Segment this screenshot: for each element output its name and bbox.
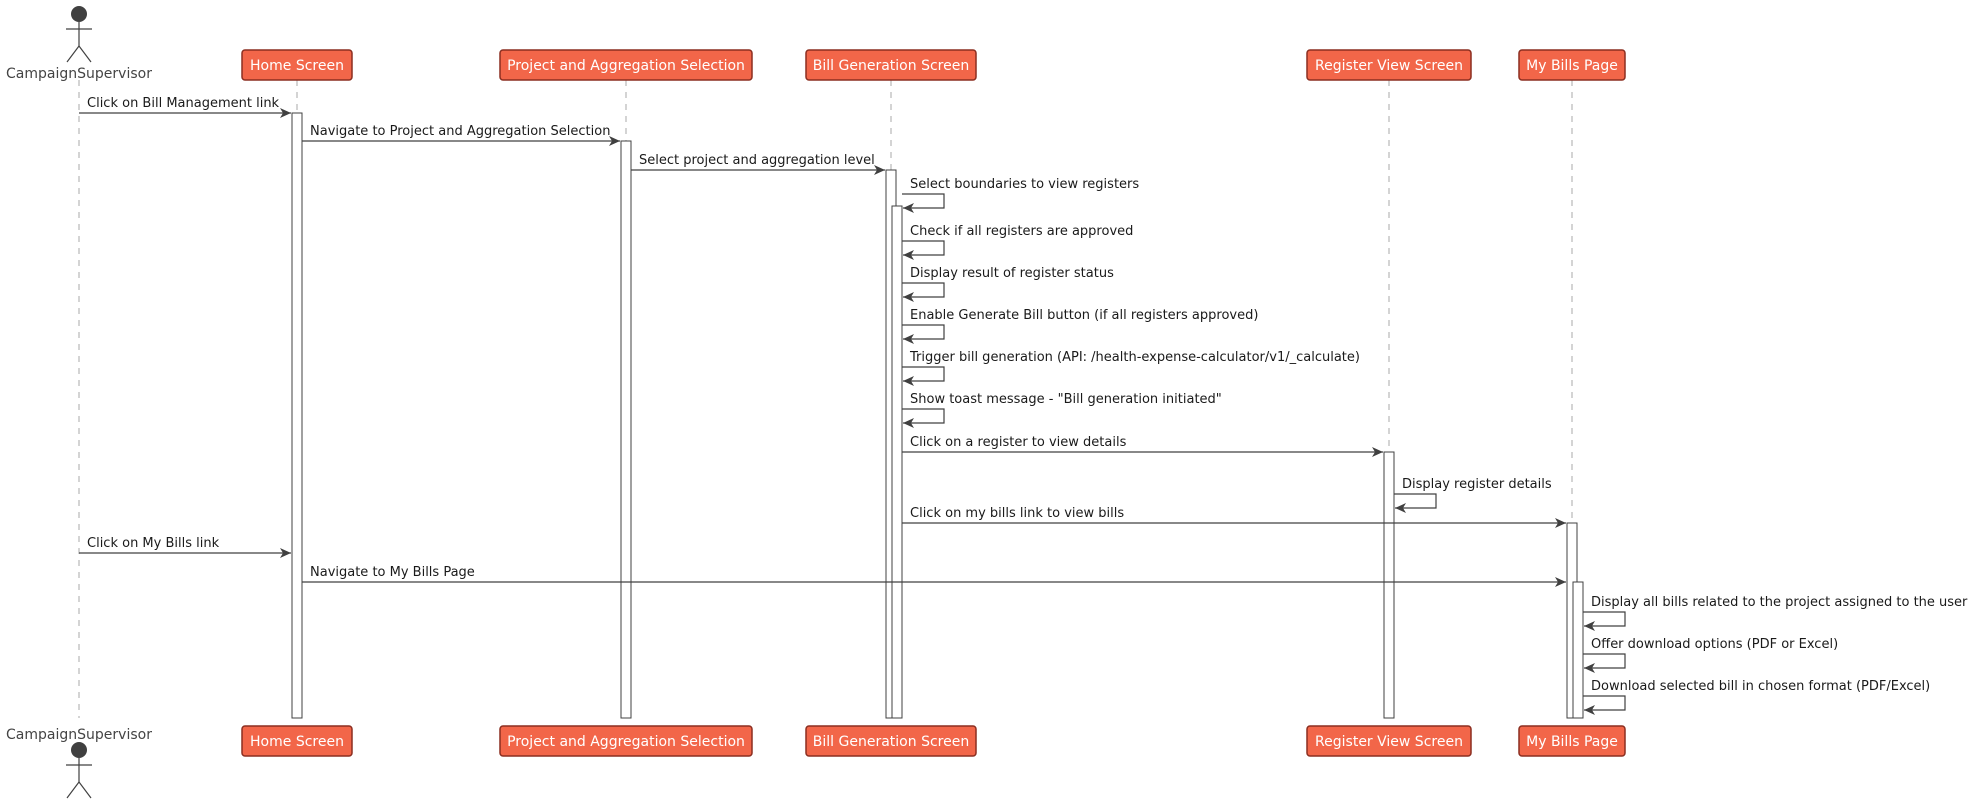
participant-bill: Bill Generation Screen bbox=[805, 725, 977, 757]
self-message-arrow bbox=[902, 366, 945, 386]
self-message-arrow bbox=[1394, 493, 1437, 513]
participant-box bbox=[1306, 725, 1472, 757]
participant-label: Register View Screen bbox=[1315, 734, 1463, 750]
message-label: Click on a register to view details bbox=[910, 435, 1127, 450]
message-label: Show toast message - "Bill generation in… bbox=[910, 392, 1222, 407]
participant-mybills: My Bills Page bbox=[1518, 49, 1626, 81]
self-message-arrow bbox=[902, 282, 945, 302]
actor-leg bbox=[66, 45, 80, 63]
participant-home: Home Screen bbox=[241, 49, 353, 81]
message-label: Navigate to My Bills Page bbox=[310, 565, 475, 580]
message: Click on Bill Management link bbox=[79, 96, 291, 118]
self-message-arrow bbox=[1583, 653, 1626, 673]
participant-label: Home Screen bbox=[250, 734, 344, 750]
self-message-arrow bbox=[902, 324, 945, 344]
actor-leg bbox=[78, 781, 92, 799]
participant-box bbox=[805, 49, 977, 81]
participant-box bbox=[1518, 49, 1626, 81]
activation-bar bbox=[291, 112, 303, 719]
message: Select boundaries to view registers bbox=[902, 177, 1139, 213]
self-message-arrow bbox=[1583, 695, 1626, 715]
participant-box bbox=[499, 49, 753, 81]
participant-label: Project and Aggregation Selection bbox=[507, 58, 745, 74]
participant-label: Project and Aggregation Selection bbox=[507, 734, 745, 750]
message: Click on my bills link to view bills bbox=[902, 506, 1566, 528]
message: Select project and aggregation level bbox=[631, 153, 885, 175]
activation-bar bbox=[620, 140, 632, 719]
self-message-arrow bbox=[902, 408, 945, 428]
actor-icon bbox=[71, 6, 87, 22]
message: Navigate to Project and Aggregation Sele… bbox=[302, 124, 620, 146]
self-message-arrow bbox=[902, 193, 945, 213]
message: Offer download options (PDF or Excel) bbox=[1583, 637, 1838, 673]
message-label: Display all bills related to the project… bbox=[1591, 595, 1968, 610]
message: Show toast message - "Bill generation in… bbox=[902, 392, 1222, 428]
participant-label: Bill Generation Screen bbox=[813, 734, 969, 750]
message-label: Click on My Bills link bbox=[87, 536, 220, 551]
actor-leg bbox=[78, 45, 92, 63]
message: Click on a register to view details bbox=[902, 435, 1383, 457]
message-label: Navigate to Project and Aggregation Sele… bbox=[310, 124, 610, 139]
message: Display register details bbox=[1394, 477, 1552, 513]
activation-bar bbox=[891, 205, 903, 719]
message: Enable Generate Bill button (if all regi… bbox=[902, 308, 1258, 344]
participant-box bbox=[805, 725, 977, 757]
participant-label: Bill Generation Screen bbox=[813, 58, 969, 74]
message: Check if all registers are approved bbox=[902, 224, 1133, 260]
participant-reg: Register View Screen bbox=[1306, 725, 1472, 757]
message: Navigate to My Bills Page bbox=[302, 565, 1566, 587]
activation-bar bbox=[1383, 451, 1395, 719]
message-label: Check if all registers are approved bbox=[910, 224, 1133, 239]
message-label: Select project and aggregation level bbox=[639, 153, 875, 168]
actor-label: CampaignSupervisor bbox=[6, 66, 152, 82]
message-label: Select boundaries to view registers bbox=[910, 177, 1139, 192]
actor-leg bbox=[66, 781, 80, 799]
participant-home: Home Screen bbox=[241, 725, 353, 757]
message: Display all bills related to the project… bbox=[1583, 595, 1968, 631]
message: Download selected bill in chosen format … bbox=[1583, 679, 1930, 715]
message-label: Display result of register status bbox=[910, 266, 1114, 281]
actor-bottom: CampaignSupervisor bbox=[6, 727, 152, 799]
participant-box bbox=[499, 725, 753, 757]
self-message-arrow bbox=[1583, 611, 1626, 631]
message-label: Display register details bbox=[1402, 477, 1552, 492]
participant-proj: Project and Aggregation Selection bbox=[499, 49, 753, 81]
message-label: Download selected bill in chosen format … bbox=[1591, 679, 1930, 694]
message: Click on My Bills link bbox=[79, 536, 291, 558]
participant-box bbox=[241, 49, 353, 81]
participant-box bbox=[1306, 49, 1472, 81]
actor-top: CampaignSupervisor bbox=[6, 6, 152, 82]
message: Display result of register status bbox=[902, 266, 1114, 302]
message: Trigger bill generation (API: /health-ex… bbox=[902, 350, 1360, 386]
participant-bill: Bill Generation Screen bbox=[805, 49, 977, 81]
participant-mybills: My Bills Page bbox=[1518, 725, 1626, 757]
participant-label: My Bills Page bbox=[1526, 58, 1618, 74]
participant-box bbox=[1518, 725, 1626, 757]
message-label: Trigger bill generation (API: /health-ex… bbox=[909, 350, 1360, 365]
actor-icon bbox=[71, 742, 87, 758]
message-label: Click on Bill Management link bbox=[87, 96, 280, 111]
message-label: Offer download options (PDF or Excel) bbox=[1591, 637, 1838, 652]
participant-label: My Bills Page bbox=[1526, 734, 1618, 750]
participant-proj: Project and Aggregation Selection bbox=[499, 725, 753, 757]
participant-label: Register View Screen bbox=[1315, 58, 1463, 74]
actor-label: CampaignSupervisor bbox=[6, 727, 152, 743]
self-message-arrow bbox=[902, 240, 945, 260]
message-label: Enable Generate Bill button (if all regi… bbox=[910, 308, 1258, 323]
activation-bar bbox=[1572, 581, 1584, 719]
participant-box bbox=[241, 725, 353, 757]
participant-reg: Register View Screen bbox=[1306, 49, 1472, 81]
message-label: Click on my bills link to view bills bbox=[910, 506, 1124, 521]
participant-label: Home Screen bbox=[250, 58, 344, 74]
